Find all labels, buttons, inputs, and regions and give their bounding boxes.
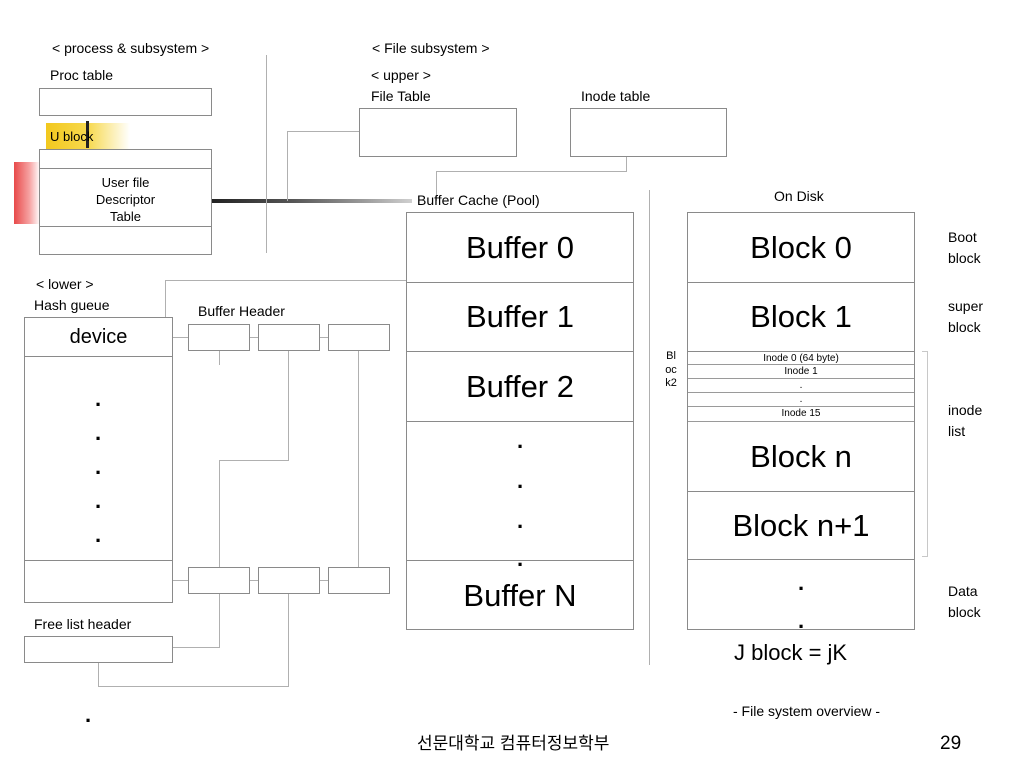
proc-table-box xyxy=(39,88,212,116)
hash-queue-device: device xyxy=(25,318,172,357)
disk-block-n1: Block n+1 xyxy=(688,492,914,560)
red-side-marker xyxy=(14,162,40,224)
buffer-cell-n: Buffer N xyxy=(407,560,633,630)
footer-school: 선문대학교 컴퓨터정보학부 xyxy=(417,734,610,753)
lower-label: < lower > xyxy=(36,276,94,292)
buffer-dot-1: . xyxy=(516,428,524,453)
page-number: 29 xyxy=(940,733,962,754)
buffer-header-bottom-2 xyxy=(258,567,320,594)
bh-vlink-g xyxy=(219,594,220,647)
hash-queue-dot-1: . xyxy=(94,386,102,411)
hash-connector-v xyxy=(165,280,166,317)
bh-vlink-c xyxy=(358,351,359,567)
inode-list-bracket xyxy=(922,351,928,557)
bh-vlink-b xyxy=(219,460,220,567)
j-block-formula: J block = jK xyxy=(734,640,848,665)
inode-row-15: Inode 15 xyxy=(688,407,914,422)
bh-link-bot-1 xyxy=(250,580,258,581)
descriptor-connector-bar xyxy=(212,199,412,203)
u-block-cursor-marker xyxy=(86,121,89,148)
inode-list-label: inode list xyxy=(948,402,983,439)
user-file-descriptor-table: User file Descriptor Table xyxy=(39,149,212,255)
boot-block-label: Boot block xyxy=(948,229,981,266)
inode-row-3: . xyxy=(688,393,914,407)
inode-row-0: Inode 0 (64 byte) xyxy=(688,352,914,365)
disk-block-0: Block 0 xyxy=(688,213,914,283)
disk-block-1: Block 1 xyxy=(688,283,914,352)
disk-dot-2: . xyxy=(797,608,805,633)
bh-link-top-2 xyxy=(320,337,328,338)
file-table-label: File Table xyxy=(371,88,431,104)
hash-queue-dot: . xyxy=(85,702,92,727)
bh-hlink-a xyxy=(219,460,289,461)
bh-link-top-1 xyxy=(250,337,258,338)
inode-row-2: . xyxy=(688,379,914,393)
on-disk-title: On Disk xyxy=(774,188,824,204)
buffer-dot-2: . xyxy=(516,468,524,493)
inode-row-1: Inode 1 xyxy=(688,365,914,379)
inode-connector-drop xyxy=(436,171,437,201)
buffer-header-bottom-3 xyxy=(328,567,390,594)
buffer-cell-1: Buffer 1 xyxy=(407,283,633,352)
super-block-label: super block xyxy=(948,298,984,335)
file-subsystem-title: < File subsystem > xyxy=(372,40,490,56)
bh-hlink-g xyxy=(173,647,220,648)
inode-connector-v xyxy=(626,157,627,172)
disk-dot-1: . xyxy=(797,570,805,595)
free-list-header-label: Free list header xyxy=(34,616,132,632)
bh-link-bot-2 xyxy=(320,580,328,581)
free-list-header-box xyxy=(24,636,173,663)
hash-queue-label: Hash gueue xyxy=(34,297,110,313)
buffer-header-top-3 xyxy=(328,324,390,351)
left-divider xyxy=(266,55,267,253)
hash-queue-dot-4: . xyxy=(94,488,102,513)
buffer-dot-3: . xyxy=(516,508,524,533)
hash-queue-dot-3: . xyxy=(94,454,102,479)
disk-block-n: Block n xyxy=(688,422,914,492)
buffer-cache-title: Buffer Cache (Pool) xyxy=(417,192,540,208)
disk-blocks: Block 0 Block 1 Inode 0 (64 byte) Inode … xyxy=(687,212,915,630)
buffer-dot-4: . xyxy=(516,546,524,571)
bh-vlink-a xyxy=(288,351,289,460)
file-table-connector-h xyxy=(287,131,359,132)
figure-caption: - File system overview - xyxy=(733,703,881,719)
block2-vertical-label: Block2 xyxy=(665,350,677,390)
hash-queue-dot-5: . xyxy=(94,522,102,547)
user-file-descriptor-label: User file Descriptor Table xyxy=(95,175,156,224)
bh-vlink-e xyxy=(288,594,289,686)
buffer-header-bottom-1 xyxy=(188,567,250,594)
file-table-connector-v xyxy=(287,131,288,201)
inode-table-label: Inode table xyxy=(581,88,651,104)
process-subsystem-title: < process & subsystem > xyxy=(52,40,210,56)
buffer-header-top-1 xyxy=(188,324,250,351)
u-block-label: U block xyxy=(50,129,94,144)
hash-queue-table: device . xyxy=(24,317,173,727)
buffer-header-top-2 xyxy=(258,324,320,351)
inode-connector-h xyxy=(436,171,626,172)
data-block-label: Data block xyxy=(948,583,981,620)
upper-label: < upper > xyxy=(371,67,431,83)
bh-vlink-d xyxy=(219,351,220,365)
hash-queue-dot-2: . xyxy=(94,420,102,445)
bh-hlink-e xyxy=(98,686,289,687)
buffer-header-label: Buffer Header xyxy=(198,303,285,319)
inode-table-box xyxy=(570,108,727,157)
buffer-cell-2: Buffer 2 xyxy=(407,352,633,422)
cache-disk-divider xyxy=(649,190,650,665)
buffer-cache-pool: Buffer 0 Buffer 1 Buffer 2 Buffer N xyxy=(406,212,634,630)
bh-link-bot-0 xyxy=(173,580,188,581)
buffer-cell-0: Buffer 0 xyxy=(407,213,633,283)
bh-vlink-f xyxy=(98,663,99,686)
bh-link-top-0 xyxy=(173,337,188,338)
proc-table-label: Proc table xyxy=(50,67,114,83)
file-table-box xyxy=(359,108,517,157)
hash-connector-h xyxy=(165,280,406,281)
